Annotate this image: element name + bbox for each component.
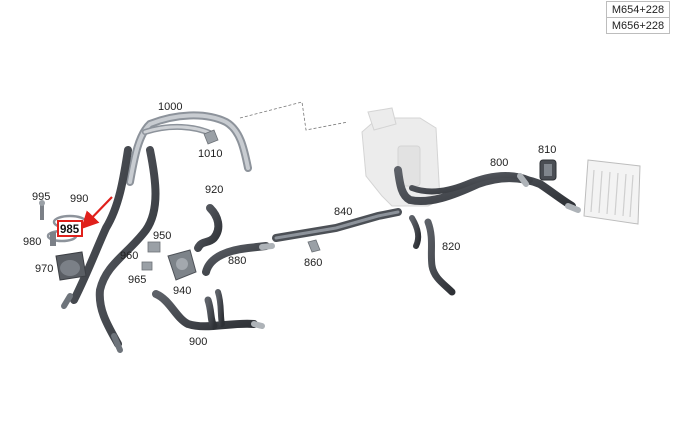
highlight-box (57, 220, 83, 237)
part-880-hose (202, 242, 275, 276)
callout-labels: 1000 1010 995 990 980 970 920 950 960 96… (23, 101, 556, 348)
callout-label[interactable]: 995 (32, 191, 50, 203)
part-1000-pipe (126, 111, 252, 186)
left-dark-hoses (61, 146, 160, 353)
callout-label[interactable]: 810 (538, 144, 556, 156)
model-code-cell: M654+228 (606, 1, 670, 18)
part-1010-clip (203, 129, 219, 145)
highlighted-callout-label[interactable]: 985 (60, 224, 80, 236)
callout-label[interactable]: 980 (23, 236, 41, 248)
highlight-arrow (80, 196, 113, 230)
part-900-hose (152, 289, 265, 331)
model-code-cell: M656+228 (606, 17, 670, 34)
callout-label[interactable]: 990 (70, 193, 88, 205)
part-920-hose (194, 204, 223, 252)
part-840-pipe (272, 208, 402, 242)
leader-line (239, 101, 349, 131)
valve-cluster (141, 241, 197, 281)
part-810-connector (539, 159, 557, 181)
ghost-heater-housing (361, 107, 441, 207)
heater-core (583, 159, 641, 225)
callout-label[interactable]: 970 (35, 263, 53, 275)
callout-label[interactable]: 960 (120, 250, 138, 262)
callout-label[interactable]: 920 (205, 184, 223, 196)
part-860-clip (307, 239, 321, 253)
callout-label[interactable]: 820 (442, 241, 460, 253)
part-820-hose (409, 215, 456, 296)
callout-label[interactable]: 1010 (198, 148, 222, 160)
callout-label[interactable]: 800 (490, 157, 508, 169)
callout-label[interactable]: 860 (304, 257, 322, 269)
model-code-table: M654+228 M656+228 (606, 1, 670, 34)
callout-label[interactable]: 880 (228, 255, 246, 267)
part-800-hose (394, 166, 581, 213)
callout-label[interactable]: 940 (173, 285, 191, 297)
callout-label[interactable]: 840 (334, 206, 352, 218)
callout-label[interactable]: 950 (153, 230, 171, 242)
callout-label[interactable]: 1000 (158, 101, 182, 113)
callout-label[interactable]: 965 (128, 274, 146, 286)
callout-label[interactable]: 900 (189, 336, 207, 348)
